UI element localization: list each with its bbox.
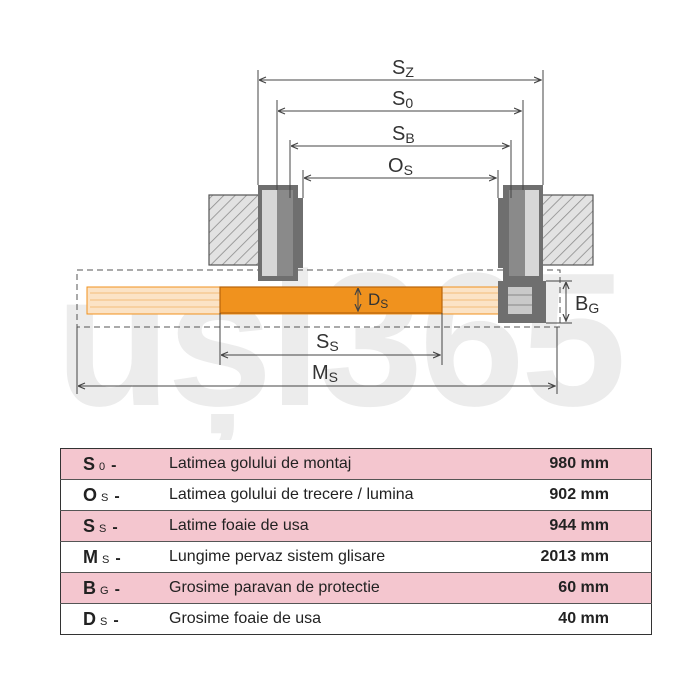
spec-symbol-sub: S: [99, 522, 107, 535]
guide-profile: [498, 281, 546, 323]
spec-symbol-sub: S: [100, 615, 108, 628]
spec-description: Grosime paravan de protectie: [161, 572, 502, 604]
spec-symbol-sub: S: [101, 491, 109, 504]
label-sz: SZ: [392, 57, 414, 80]
spec-symbol-letter: M: [83, 546, 98, 567]
spec-symbol-sub: 0: [99, 460, 106, 473]
label-ms: MS: [312, 362, 338, 385]
spec-dash: -: [112, 518, 118, 536]
spec-dash: -: [111, 456, 117, 474]
spec-value: 60 mm: [501, 572, 652, 604]
spec-symbol-letter: S: [83, 453, 96, 474]
spec-dash: -: [114, 487, 120, 505]
spec-description: Grosime foaie de usa: [161, 603, 502, 635]
frame-right: [498, 185, 543, 281]
label-ds: DS: [368, 290, 388, 311]
spec-value: 980 mm: [501, 448, 652, 480]
label-ss: SS: [316, 331, 339, 354]
spec-dash: -: [113, 611, 119, 629]
door-diagram: uși365: [55, 57, 627, 440]
spec-description: Latimea golului de trecere / lumina: [161, 479, 502, 511]
track-outline: [76, 269, 561, 328]
spec-description: Latimea golului de montaj: [161, 448, 502, 480]
spec-symbol-letter: O: [83, 484, 98, 505]
spec-symbol-sub: G: [100, 584, 109, 597]
spec-value: 902 mm: [501, 479, 652, 511]
door-leaf: [219, 286, 443, 314]
spec-description: Lungime pervaz sistem glisare: [161, 541, 502, 573]
spec-dash: -: [115, 549, 121, 567]
frame-left: [258, 185, 303, 281]
spec-value: 944 mm: [501, 510, 652, 542]
label-s0: S0: [392, 88, 413, 111]
spec-value: 2013 mm: [501, 541, 652, 573]
spec-symbol-letter: D: [83, 608, 96, 629]
spec-value: 40 mm: [501, 603, 652, 635]
label-os: OS: [388, 155, 413, 178]
spec-symbol-letter: B: [83, 577, 96, 598]
spec-description: Latime foaie de usa: [161, 510, 502, 542]
spec-dash: -: [114, 580, 120, 598]
spec-symbol-sub: S: [102, 553, 110, 566]
spec-symbol-letter: S: [83, 515, 96, 536]
extension-lines: [76, 70, 572, 394]
label-bg: BG: [575, 293, 599, 316]
label-sb: SB: [392, 123, 415, 146]
